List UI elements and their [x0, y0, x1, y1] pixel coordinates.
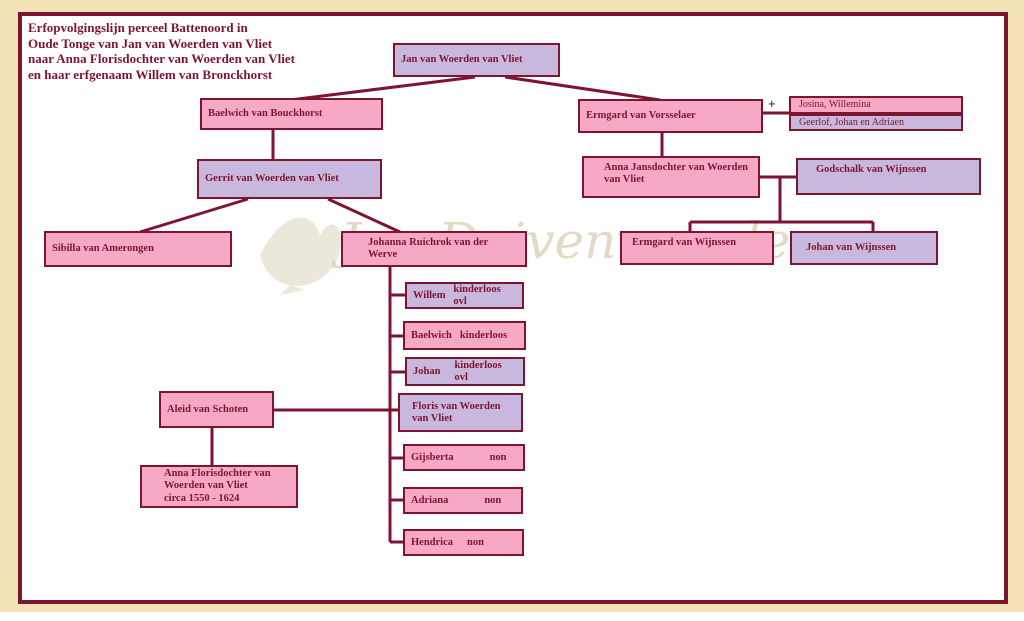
node-label: Godschalk van Wijnssen [816, 164, 927, 175]
node-note: non [489, 451, 507, 463]
node-adriana: Adriana non [403, 487, 523, 514]
node-label: Baelwich van Bouckhorst [208, 108, 323, 119]
plus-sign: + [768, 96, 776, 111]
node-label: Sibilla van Amerongen [52, 243, 154, 254]
node-label: Willem [413, 289, 446, 301]
bottom-strip [0, 612, 1024, 621]
node-label: van Vliet [412, 412, 453, 424]
node-jan-van-woerden: Jan van Woerden van Vliet [393, 43, 560, 77]
node-label: Gerrit van Woerden van Vliet [205, 173, 339, 184]
node-label: circa 1550 - 1624 [164, 492, 240, 504]
node-sibilla-van-amerongen: Sibilla van Amerongen [44, 231, 232, 267]
node-baelwich-van-bouckhorst: Baelwich van Bouckhorst [200, 98, 383, 130]
node-gerrit-van-woerden: Gerrit van Woerden van Vliet [197, 159, 382, 199]
node-johan: Johan kinderloos ovl [405, 357, 525, 386]
node-label: Geerlof, Johan en Adriaen [799, 116, 904, 128]
title-line: naar Anna Florisdochter van Woerden van … [28, 51, 296, 66]
node-label: Anna Florisdochter van [164, 467, 271, 479]
node-aleid-van-schoten: Aleid van Schoten [159, 391, 274, 428]
node-note: kinderloos ovl [453, 283, 501, 307]
node-anna-florisdochter: Anna Florisdochter van Woerden van Vliet… [140, 465, 298, 508]
node-hendrica: Hendrica non [403, 529, 524, 556]
node-johan-van-wijnssen: Johan van Wijnssen [790, 231, 938, 265]
node-label: Adriana [411, 494, 449, 506]
node-label: Hendrica [411, 536, 453, 548]
node-label: Jan van Woerden van Vliet [401, 54, 523, 65]
diagram-title: Erfopvolgingslijn perceel Battenoord in … [28, 20, 368, 82]
node-label: van Vliet [604, 174, 645, 185]
node-godschalk-van-wijnssen: Godschalk van Wijnssen [796, 158, 981, 195]
node-label: Josina, Willemina [799, 99, 871, 110]
node-label: Ermgard van Vorsselaer [586, 110, 696, 121]
node-label: Johan van Wijnssen [806, 242, 897, 253]
node-ermgard-van-wijnssen: Ermgard van Wijnssen [620, 231, 774, 265]
node-gijsberta: Gijsberta non [403, 444, 525, 471]
node-willem: Willem kinderloos ovl [405, 282, 524, 309]
title-line: Oude Tonge van Jan van Woerden van Vliet [28, 35, 273, 51]
node-label: Woerden van Vliet [164, 480, 248, 492]
node-note: non [467, 536, 484, 548]
node-anna-jansdochter: Anna Jansdochter van Woerden van Vliet [582, 156, 760, 198]
node-ermgard-van-vorsselaer: Ermgard van Vorsselaer [578, 99, 763, 133]
node-note: kinderloos [459, 329, 508, 341]
node-label: Aleid van Schoten [167, 403, 249, 415]
node-label: Floris van Woerden [412, 400, 501, 412]
node-label: Anna Jansdochter van Woerden [604, 162, 749, 173]
node-josina-willemina: Josina, Willemina [789, 96, 963, 114]
node-label: Baelwich [411, 329, 452, 341]
title-line: Erfopvolgingslijn perceel Battenoord in [28, 20, 248, 35]
dove-watermark-icon [260, 217, 341, 295]
node-baelwich: Baelwich kinderloos [403, 321, 526, 350]
node-label: Ermgard van Wijnssen [632, 237, 737, 248]
title-line: en haar erfgenaam Willem van Bronckhorst [28, 66, 273, 82]
node-label: Johan [413, 365, 441, 377]
node-label: Johanna Ruichrok van der Werve [368, 237, 489, 260]
node-floris-van-woerden: Floris van Woerden van Vliet [398, 393, 523, 432]
node-johanna-ruichrok: Johanna Ruichrok van der Werve [341, 231, 527, 267]
node-note: non [484, 494, 502, 506]
node-geerlof-johan-adriaen: Geerlof, Johan en Adriaen [789, 114, 963, 131]
node-label: Gijsberta [411, 451, 454, 463]
node-note: kinderloos ovl [454, 359, 502, 383]
